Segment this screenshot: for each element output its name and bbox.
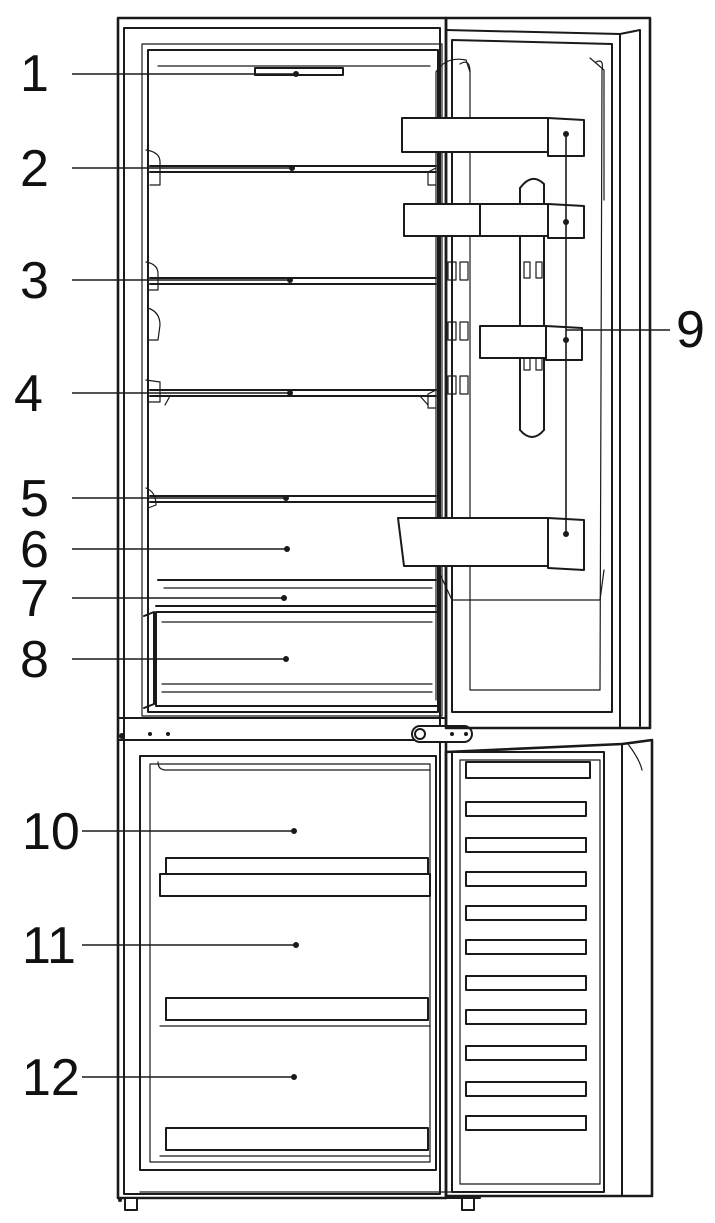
door-hinge xyxy=(411,725,473,743)
door-balcony-4 xyxy=(397,517,605,601)
light-cover xyxy=(254,67,344,76)
leader-lines xyxy=(72,71,670,1080)
freezer-drawer-10 xyxy=(159,857,431,897)
callout-labels: 1 2 3 4 5 6 7 8 9 10 11 12 xyxy=(14,45,705,1107)
freezer-drawer-12 xyxy=(159,1127,431,1157)
cabinet-body xyxy=(116,16,481,1211)
glass-shelf-3 xyxy=(149,277,437,285)
freezer-door xyxy=(444,738,654,1198)
callout-label-3: 3 xyxy=(20,252,49,310)
crisper-drawer xyxy=(143,611,439,709)
callout-label-6: 6 xyxy=(20,521,49,579)
callout-label-1: 1 xyxy=(20,45,49,103)
door-balcony-1 xyxy=(401,117,585,157)
right-foot xyxy=(461,1197,475,1211)
fridge-compartment xyxy=(141,43,443,717)
callout-label-10: 10 xyxy=(22,803,80,861)
door-balcony-3 xyxy=(479,325,583,361)
callout-label-11: 11 xyxy=(22,917,76,975)
callout-label-12: 12 xyxy=(22,1049,80,1107)
callout-label-7: 7 xyxy=(20,570,49,628)
glass-shelf-4 xyxy=(149,389,437,406)
control-strip xyxy=(119,725,473,743)
callout-label-4: 4 xyxy=(14,365,43,423)
callout-label-2: 2 xyxy=(20,140,49,198)
callout-label-5: 5 xyxy=(20,470,49,528)
crisper-cover xyxy=(155,579,437,607)
door-balcony-2 xyxy=(403,203,585,239)
freezer-compartment xyxy=(139,755,437,1171)
fridge-door xyxy=(397,16,652,730)
left-foot xyxy=(124,1197,138,1211)
callout-label-8: 8 xyxy=(20,631,49,689)
glass-shelf-5 xyxy=(149,495,437,503)
freezer-drawer-11 xyxy=(159,997,431,1027)
callout-label-9: 9 xyxy=(676,301,705,359)
freezer-door-slats xyxy=(465,761,591,1131)
